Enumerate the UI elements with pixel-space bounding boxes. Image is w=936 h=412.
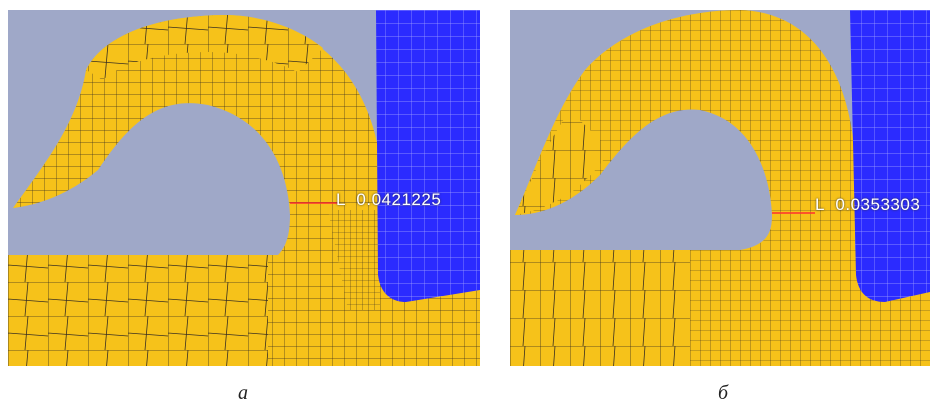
mesh-view-a: L 0.0421225 bbox=[8, 10, 480, 366]
measurement-label-b: L 0.0353303 bbox=[815, 195, 921, 214]
mesh-graphic-b bbox=[510, 10, 930, 366]
caption-a: а bbox=[238, 382, 248, 404]
caption-b: б bbox=[718, 382, 729, 404]
measurement-label-a: L 0.0421225 bbox=[336, 190, 442, 209]
mesh-graphic-a bbox=[8, 10, 480, 366]
mesh-view-b: L 0.0353303 bbox=[510, 10, 930, 366]
